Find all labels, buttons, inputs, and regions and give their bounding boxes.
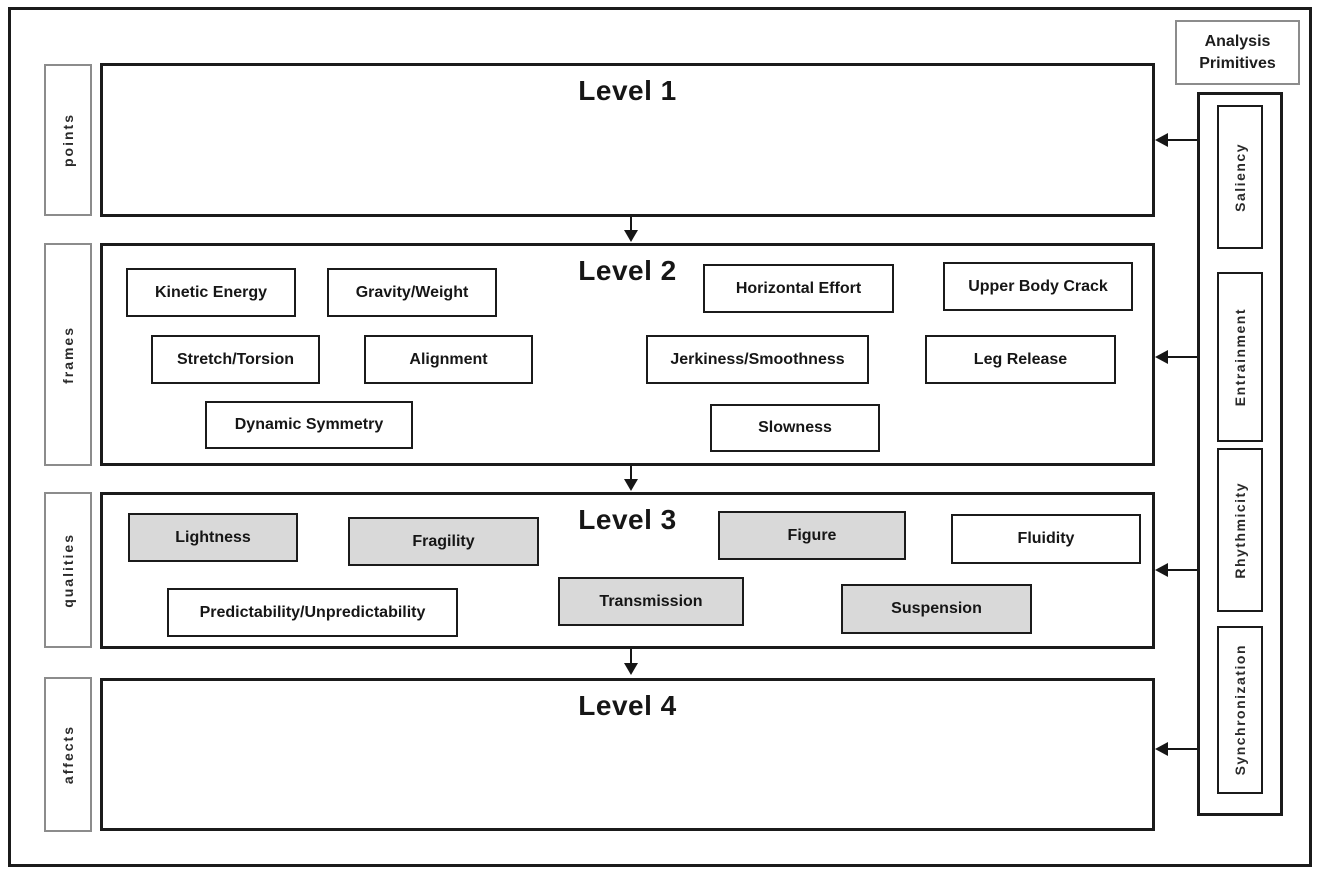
item-horizontal-effort: Horizontal Effort: [703, 264, 894, 313]
item-stretch-torsion: Stretch/Torsion: [151, 335, 320, 384]
primitive-synchronization: Synchronization: [1217, 626, 1263, 794]
item-slowness: Slowness: [710, 404, 880, 452]
side-label-points: points: [44, 64, 92, 216]
primitive-rhythmicity-text: Rhythmicity: [1232, 481, 1248, 579]
primitive-synchronization-text: Synchronization: [1232, 644, 1248, 776]
level-1-title: Level 1: [578, 75, 677, 106]
primitive-saliency: Saliency: [1217, 105, 1263, 249]
arrow-primitives-to-level4-stem: [1167, 748, 1197, 750]
side-label-qualities: qualities: [44, 492, 92, 648]
side-label-points-text: points: [60, 113, 76, 167]
item-leg-release: Leg Release: [925, 335, 1116, 384]
arrow-primitives-to-level4-head: [1155, 742, 1168, 756]
level-4-title: Level 4: [578, 690, 677, 721]
item-predictability-unpredictability: Predictability/Unpredictability: [167, 588, 458, 637]
arrow-level2-to-level3-head: [624, 479, 638, 491]
level-3-title: Level 3: [578, 504, 677, 535]
arrow-level1-to-level2-stem: [630, 217, 632, 232]
item-figure: Figure: [718, 511, 906, 560]
arrow-primitives-to-level3-stem: [1167, 569, 1197, 571]
arrow-level1-to-level2-head: [624, 230, 638, 242]
item-gravity-weight: Gravity/Weight: [327, 268, 497, 317]
item-jerkiness-smoothness: Jerkiness/Smoothness: [646, 335, 869, 384]
arrow-level3-to-level4-head: [624, 663, 638, 675]
item-fragility: Fragility: [348, 517, 539, 566]
item-fluidity: Fluidity: [951, 514, 1141, 564]
side-label-affects-text: affects: [60, 724, 76, 785]
side-label-affects: affects: [44, 677, 92, 832]
primitive-entrainment-text: Entrainment: [1232, 307, 1248, 407]
side-label-qualities-text: qualities: [60, 532, 76, 608]
primitive-rhythmicity: Rhythmicity: [1217, 448, 1263, 612]
arrow-primitives-to-level2-stem: [1167, 356, 1197, 358]
analysis-primitives-header: Analysis Primitives: [1175, 20, 1300, 85]
arrow-primitives-to-level1-head: [1155, 133, 1168, 147]
primitive-entrainment: Entrainment: [1217, 272, 1263, 442]
item-lightness: Lightness: [128, 513, 298, 562]
level-1-box: Level 1: [100, 63, 1155, 217]
item-upper-body-crack: Upper Body Crack: [943, 262, 1133, 311]
level-4-box: Level 4: [100, 678, 1155, 831]
item-suspension: Suspension: [841, 584, 1032, 634]
level-2-title: Level 2: [578, 255, 677, 286]
side-label-frames: frames: [44, 243, 92, 466]
item-transmission: Transmission: [558, 577, 744, 626]
item-kinetic-energy: Kinetic Energy: [126, 268, 296, 317]
arrow-level3-to-level4-stem: [630, 649, 632, 665]
primitive-saliency-text: Saliency: [1232, 142, 1248, 212]
item-dynamic-symmetry: Dynamic Symmetry: [205, 401, 413, 449]
arrow-primitives-to-level1-stem: [1167, 139, 1197, 141]
arrow-primitives-to-level3-head: [1155, 563, 1168, 577]
arrow-primitives-to-level2-head: [1155, 350, 1168, 364]
item-alignment: Alignment: [364, 335, 533, 384]
arrow-level2-to-level3-stem: [630, 466, 632, 481]
side-label-frames-text: frames: [60, 325, 76, 384]
